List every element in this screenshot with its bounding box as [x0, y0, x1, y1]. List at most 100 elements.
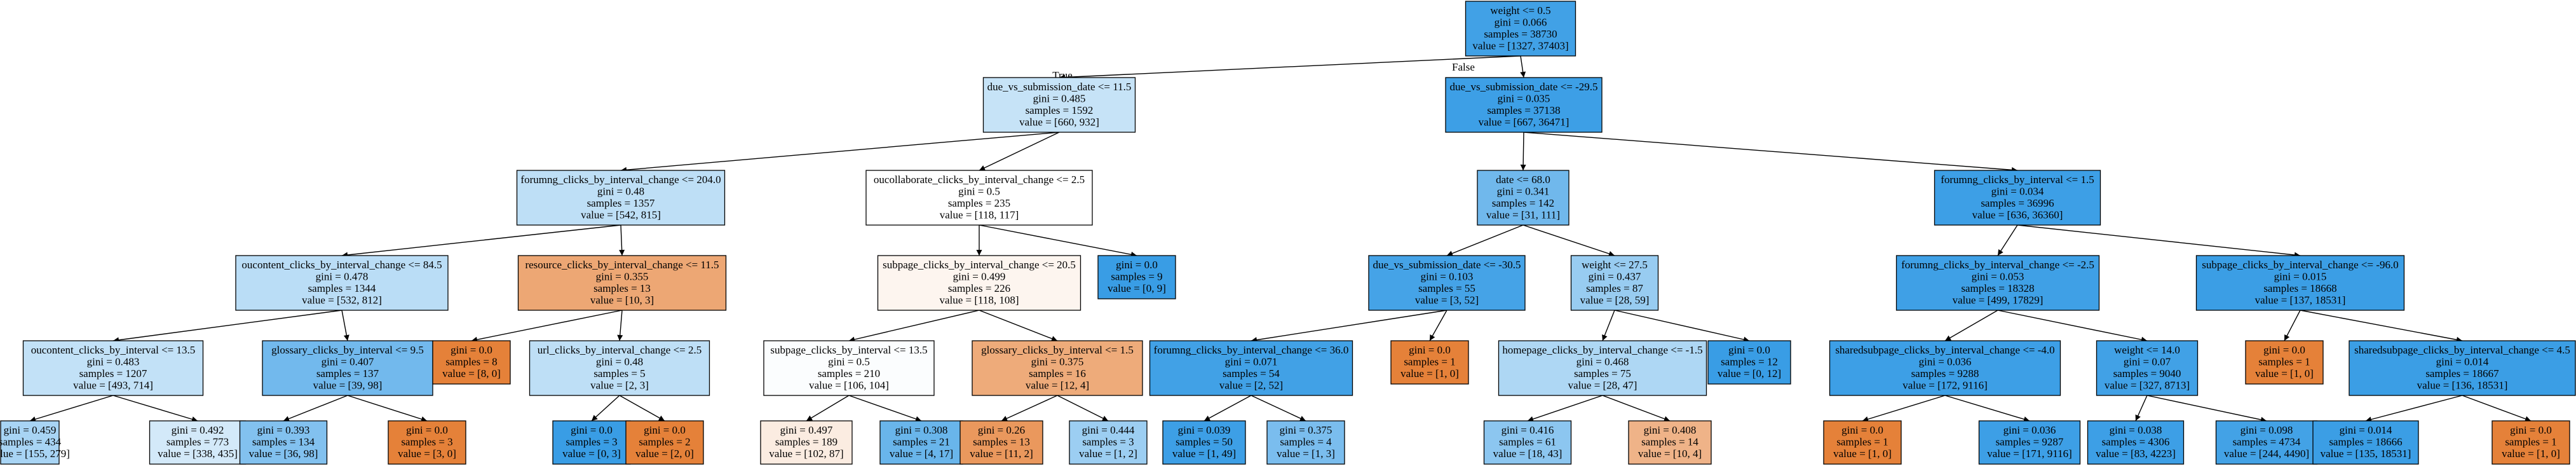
node-text-line: samples = 137: [316, 367, 379, 380]
node-text-line: url_clicks_by_interval_change <= 2.5: [538, 344, 702, 356]
edge-n2-n5: [1522, 132, 1524, 171]
node-text-line: resource_clicks_by_interval_change <= 11…: [525, 259, 719, 271]
node-text-line: gini = 0.035: [1498, 93, 1550, 105]
edge-arrowhead-n40: [1299, 416, 1306, 422]
node-text-line: gini = 0.0: [2263, 344, 2305, 356]
edge-n12-n24: [1614, 310, 1750, 341]
node-text-line: value = [1327, 37403]: [1472, 40, 1568, 52]
tree-node-n9: subpage_clicks_by_interval_change <= 20.…: [877, 255, 1081, 311]
node-box: [763, 340, 935, 396]
node-box: [1149, 340, 1353, 396]
node-text-line: value = [3, 0]: [398, 448, 456, 460]
edge-n14-n27: [2284, 310, 2301, 341]
node-text-line: samples = 21: [893, 436, 950, 448]
node-text-line: value = [106, 104]: [809, 380, 889, 392]
node-box: [0, 420, 60, 465]
node-text-line: gini = 0.407: [322, 356, 374, 368]
node-box: [516, 170, 726, 226]
node-text-line: value = [28, 59]: [1580, 294, 1650, 306]
node-text-line: value = [532, 812]: [302, 294, 382, 306]
node-text-line: gini = 0.014: [2340, 424, 2392, 436]
node-text-line: samples = 235: [948, 197, 1010, 209]
tree-node-n23: homepage_clicks_by_interval_change <= -1…: [1498, 340, 1707, 396]
node-text-line: gini = 0.0: [1728, 344, 1770, 356]
node-text-line: oucontent_clicks_by_interval <= 13.5: [31, 344, 196, 356]
edge-n16-n31: [283, 395, 348, 422]
node-box: [235, 255, 449, 311]
node-text-line: gini = 0.0: [406, 424, 448, 436]
node-text-line: value = [118, 108]: [939, 294, 1019, 306]
edge-arrowhead-n8: [619, 249, 625, 256]
node-text-line: gini = 0.355: [596, 271, 649, 283]
node-text-line: gini = 0.0: [1409, 344, 1451, 356]
tree-node-n13: forumng_clicks_by_interval_change <= -2.…: [1895, 255, 2100, 311]
edge-n13-n25: [1944, 310, 1998, 341]
edge-n21-n40: [1251, 395, 1306, 422]
node-text-line: samples = 36996: [1981, 197, 2054, 209]
edge-n28-n47: [2365, 395, 2463, 422]
node-text-line: gini = 0.0: [1116, 259, 1158, 271]
node-text-line: value = [3, 52]: [1415, 294, 1479, 306]
node-box: [2195, 255, 2405, 311]
node-text-line: forumng_clicks_by_interval_change <= 204…: [520, 174, 721, 186]
tree-node-n18: url_clicks_by_interval_change <= 2.5gini…: [529, 340, 710, 396]
node-text-line: value = [244, 4490]: [2224, 448, 2309, 460]
node-text-line: value = [10, 3]: [590, 294, 654, 306]
node-box: [1829, 340, 2061, 396]
node-box: [2087, 420, 2185, 465]
node-text-line: value = [36, 98]: [249, 448, 318, 460]
node-text-line: samples = 1: [2258, 356, 2310, 368]
node-text-line: samples = 142: [1492, 197, 1554, 209]
tree-node-n7: oucontent_clicks_by_interval_change <= 8…: [235, 255, 449, 311]
node-text-line: value = [2, 52]: [1219, 380, 1283, 392]
node-text-line: gini = 0.478: [316, 271, 369, 283]
node-text-line: subpage_clicks_by_interval_change <= 20.…: [883, 259, 1076, 271]
edge-n4-n10: [979, 224, 1137, 256]
node-text-line: glossary_clicks_by_interval <= 9.5: [271, 344, 424, 356]
node-box: [1465, 1, 1576, 57]
node-text-line: gini = 0.0: [451, 344, 492, 356]
edge-arrowhead-n22: [1430, 334, 1435, 341]
node-text-line: samples = 4306: [2102, 436, 2170, 448]
node-text-line: value = [636, 36360]: [1972, 209, 2063, 221]
node-text-line: gini = 0.07: [2124, 356, 2171, 368]
node-text-line: value = [1, 0]: [1400, 367, 1459, 380]
node-box: [2245, 340, 2324, 385]
node-text-line: value = [0, 9]: [1108, 282, 1166, 294]
node-text-line: weight <= 0.5: [1490, 4, 1550, 17]
node-text-line: gini = 0.015: [2274, 271, 2327, 283]
edge-n16-n32: [347, 395, 428, 422]
node-text-line: gini = 0.437: [1589, 271, 1641, 283]
node-text-line: samples = 1592: [1026, 104, 1094, 116]
node-text-line: value = [10, 4]: [1638, 448, 1702, 460]
node-box: [2215, 420, 2318, 465]
node-text-line: value = [0, 12]: [1718, 367, 1781, 380]
node-text-line: samples = 55: [1418, 282, 1475, 294]
node-box: [625, 420, 704, 465]
node-text-line: samples = 61: [1499, 436, 1556, 448]
node-box: [388, 420, 466, 465]
node-text-line: value = [338, 435]: [158, 448, 238, 460]
edge-arrowhead-n12: [1608, 250, 1615, 257]
edge-arrowhead-n13: [1998, 249, 2003, 256]
node-text-line: samples = 12: [1721, 356, 1778, 368]
node-box: [529, 340, 710, 396]
edge-n2-n6: [1523, 132, 2018, 171]
node-text-line: value = [499, 17829]: [1953, 294, 2044, 306]
edge-arrowhead-n25: [1945, 335, 1952, 341]
node-text-line: gini = 0.459: [4, 424, 57, 436]
tree-node-n25: sharedsubpage_clicks_by_interval_change …: [1829, 340, 2061, 396]
node-text-line: oucollaborate_clicks_by_interval_change …: [874, 174, 1085, 186]
node-text-line: sharedsubpage_clicks_by_interval_change …: [2354, 344, 2570, 356]
node-text-line: gini = 0.098: [2240, 424, 2293, 436]
edge-arrowhead-n23: [1602, 334, 1608, 341]
